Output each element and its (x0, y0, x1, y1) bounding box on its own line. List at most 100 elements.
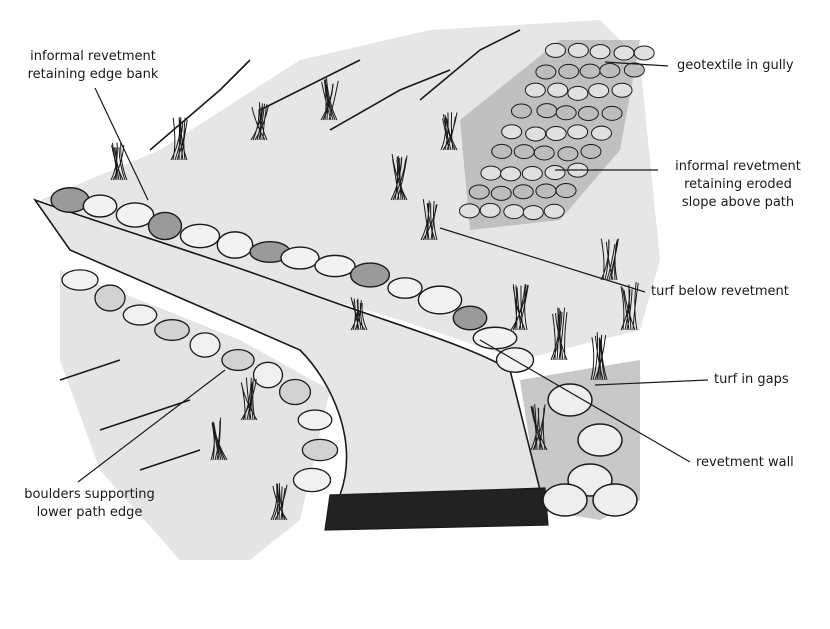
gully-cobble (558, 63, 580, 79)
gully-cobble (536, 103, 558, 119)
label-line: informal revetment (675, 159, 801, 174)
grass-tuft (530, 404, 548, 451)
label-turf-below-revetment: turf below revetment (651, 283, 789, 301)
grass-tuft (170, 117, 188, 161)
leader-lines (77, 61, 709, 483)
label-revetment-wall: revetment wall (696, 454, 794, 472)
gully-cobble (458, 203, 480, 219)
gully-cobble (633, 45, 655, 61)
label-geotextile-in-gully: geotextile in gully (677, 57, 794, 75)
gully-cobble (557, 146, 579, 162)
leader-geotextile (604, 61, 669, 67)
boulder (115, 202, 155, 228)
leader-turf-gaps (594, 379, 709, 386)
gully-cobble (577, 105, 599, 121)
boulder (297, 409, 333, 431)
label-informal-revetment-edge-bank: informal revetment retaining edge bank (18, 48, 168, 84)
grass-tuft (240, 377, 258, 421)
gully-cobble (613, 45, 635, 61)
gully-cobble (555, 183, 577, 199)
boulder (154, 319, 190, 341)
grass-tuft (550, 307, 568, 361)
gully-cobble (503, 204, 525, 220)
gully-cobble (543, 203, 565, 219)
label-turf-in-gaps: turf in gaps (714, 371, 789, 389)
grass-tuft (350, 297, 368, 331)
label-line: geotextile in gully (677, 58, 794, 73)
gully-cobble (510, 103, 532, 119)
label-line: retaining eroded (684, 177, 792, 192)
boulder (122, 304, 158, 326)
boulder (387, 277, 423, 299)
label-line: turf below revetment (651, 284, 789, 299)
grass-tuft (620, 281, 639, 331)
path-front-base (324, 487, 549, 531)
grass-tuft (510, 283, 529, 331)
gully-cobble (579, 63, 601, 79)
gully-cobble (533, 145, 555, 161)
boulder (547, 383, 593, 417)
leader-revetment-wall (479, 339, 691, 463)
sketch-line (99, 399, 191, 431)
grass-tuft (250, 102, 269, 141)
sketch-line (139, 449, 201, 471)
gully-cobble (513, 144, 535, 160)
gully-cobble (535, 64, 557, 80)
boulder (472, 326, 518, 350)
grass-tuft (440, 112, 458, 151)
gully-cobble (468, 184, 490, 200)
gully-cobble (544, 165, 566, 181)
illustration-scenery (32, 20, 660, 560)
leader-boulders (77, 369, 226, 483)
boulder (592, 483, 638, 517)
gully-cobble (567, 42, 589, 58)
gully-cobble (590, 125, 612, 141)
boulder (252, 361, 284, 389)
boulder (179, 223, 221, 249)
gully-cobble (521, 165, 543, 181)
gully-cobble (623, 62, 645, 78)
boulder (314, 254, 356, 278)
lower-slope-wash (60, 270, 330, 560)
gully-cobble (491, 143, 513, 159)
label-line: boulders supporting (24, 487, 155, 502)
boulder (349, 262, 391, 288)
boulder (82, 194, 118, 218)
gully-cobble (555, 105, 577, 121)
gully-cobble (490, 185, 512, 201)
boulder (94, 284, 126, 312)
gully-cobble (601, 105, 623, 121)
boulder (61, 269, 99, 291)
grass-tuft (600, 238, 619, 281)
label-line: revetment wall (696, 455, 794, 470)
grass-tuft (420, 199, 438, 241)
label-line: informal revetment (30, 49, 156, 64)
label-line: lower path edge (36, 505, 143, 520)
grass-tuft (110, 142, 128, 181)
sketch-line (419, 29, 521, 101)
grass-tuft (210, 417, 228, 461)
grass-tuft (320, 77, 339, 121)
boulder (147, 211, 183, 241)
gully-cobble (567, 85, 589, 101)
label-line: turf in gaps (714, 372, 789, 387)
sketch-line (59, 359, 121, 381)
boulder (221, 348, 255, 372)
gully-cobble (589, 44, 611, 60)
sketch-line (149, 59, 251, 151)
gully-cobble (545, 42, 567, 58)
gully-cobble (525, 126, 547, 142)
gully-cobble (479, 202, 501, 218)
grass-tuft (270, 483, 288, 521)
gully-cobble (522, 205, 544, 221)
boulder (301, 438, 339, 462)
gully-cobble (535, 183, 557, 199)
boulder (542, 483, 588, 517)
grass-tuft (390, 153, 408, 201)
sketch-line (329, 69, 451, 131)
gully-cobble (611, 82, 633, 98)
boulder (278, 378, 312, 406)
boulder (292, 467, 332, 493)
